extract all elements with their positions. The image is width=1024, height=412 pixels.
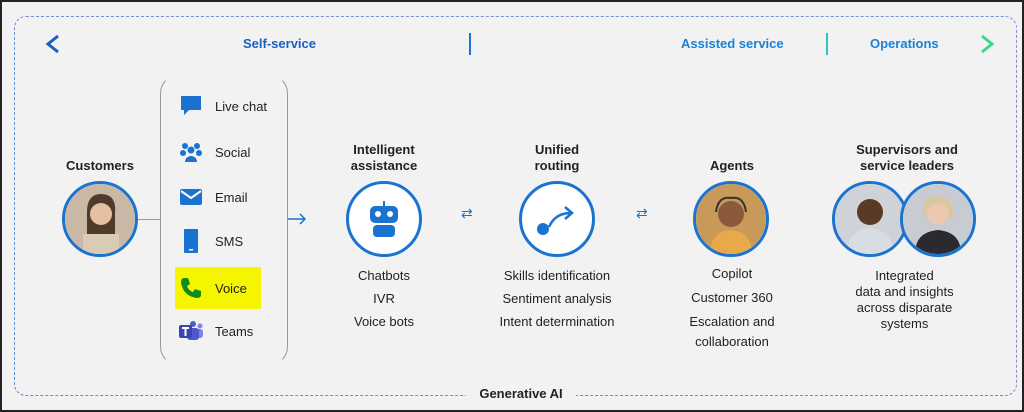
channel-label: Social	[215, 144, 251, 160]
supervisor-photo-2	[900, 181, 976, 257]
list-item: collaboration	[695, 334, 769, 349]
channel-label: Email	[215, 189, 248, 205]
list-item: Chatbots	[357, 268, 411, 283]
agent-photo	[693, 181, 769, 257]
routing-icon	[537, 206, 574, 235]
list-item: IVR	[373, 291, 395, 306]
title-line: assistance	[350, 158, 418, 173]
teams-icon	[177, 319, 205, 343]
title-line: Supervisors and	[856, 142, 958, 157]
customer-connector	[138, 219, 160, 220]
list-item: Integrated	[875, 268, 934, 283]
channel-teams: Teams	[177, 318, 253, 344]
channel-label: Voice	[215, 280, 247, 296]
channel-email: Email	[177, 184, 248, 210]
channel-social: Social	[177, 139, 250, 165]
operations-label: Operations	[866, 36, 943, 51]
people-icon	[177, 140, 205, 164]
list-item: Customer 360	[691, 290, 773, 305]
chat-icon	[177, 94, 205, 118]
channel-live-chat: Live chat	[177, 93, 267, 119]
customers-title: Customers	[66, 158, 134, 173]
self-service-label: Self-service	[239, 36, 320, 51]
channels-group: Live chat Social Email SMS Voice Teams	[160, 75, 288, 365]
list-item: Copilot	[711, 266, 753, 281]
customer-photo	[62, 181, 138, 257]
title-line: service leaders	[860, 158, 954, 173]
channel-label: Live chat	[215, 98, 268, 114]
channel-voice: Voice	[175, 267, 261, 309]
phone-device-icon	[177, 228, 205, 254]
channel-sms: SMS	[177, 228, 243, 254]
list-item: Escalation and	[689, 314, 775, 329]
swap-arrows-icon: ⇄	[461, 205, 473, 221]
mail-icon	[177, 187, 205, 207]
service-timeline	[45, 33, 995, 55]
routing-circle	[519, 181, 595, 257]
bot-icon	[370, 201, 398, 237]
list-item: Voice bots	[354, 314, 414, 329]
list-item: Sentiment analysis	[502, 291, 612, 306]
supervisor-photo-1	[832, 181, 908, 257]
call-icon	[177, 276, 205, 300]
list-item: Intent determination	[499, 314, 615, 329]
title-line: Unified	[534, 142, 580, 157]
title-line: routing	[534, 158, 580, 173]
list-item: Skills identification	[503, 268, 611, 283]
bot-circle	[346, 181, 422, 257]
list-item: across disparate	[856, 300, 953, 315]
channel-label: SMS	[215, 233, 244, 249]
generative-ai-label: Generative AI	[466, 386, 576, 401]
list-item: data and insights	[855, 284, 954, 299]
agents-title: Agents	[709, 158, 755, 173]
channels-arrow	[288, 213, 307, 225]
title-line: Intelligent	[353, 142, 415, 157]
list-item: systems	[880, 316, 929, 331]
swap-arrows-icon: ⇄	[636, 205, 648, 221]
channel-label: Teams	[215, 323, 254, 339]
assisted-service-label: Assisted service	[677, 36, 788, 51]
